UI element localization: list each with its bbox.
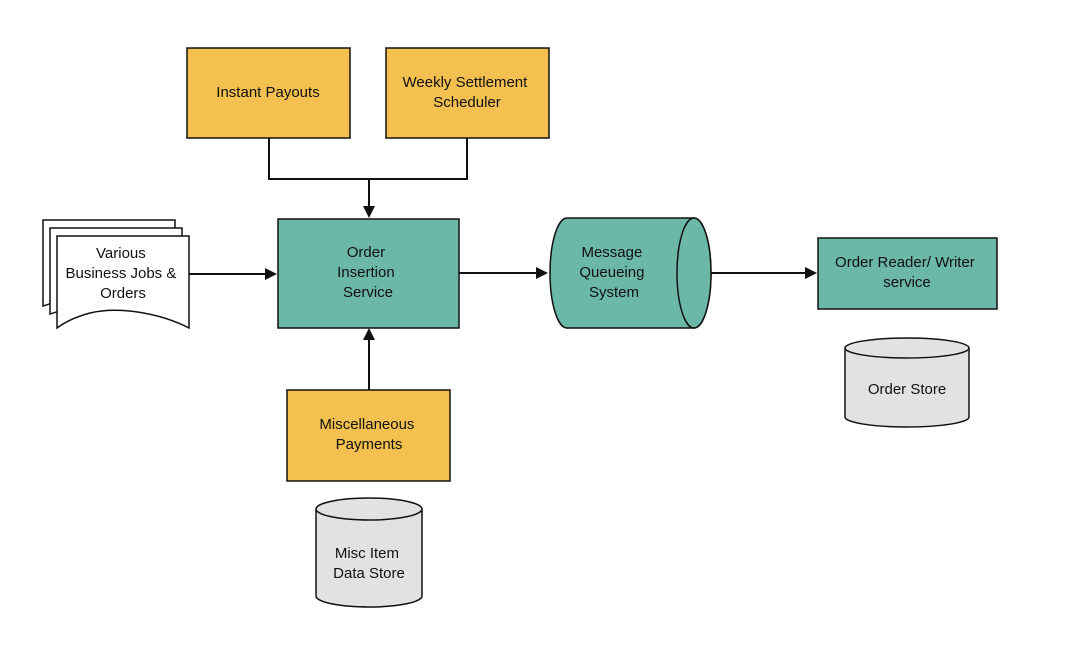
arrowhead-into-order-insertion-bottom: [363, 328, 375, 340]
order-store-body: [844, 348, 970, 428]
message-queue-label: Message Queueing System: [579, 244, 648, 301]
node-order-insertion-service: Order Insertion Service: [277, 218, 460, 329]
arrowhead-into-order-insertion-top: [363, 206, 375, 218]
arrowhead-into-order-reader-writer: [805, 267, 817, 279]
order-insertion-label: Order Insertion Service: [337, 244, 399, 301]
order-reader-writer-box: [817, 237, 998, 310]
misc-payments-box: [286, 389, 451, 482]
misc-data-store-body: [315, 509, 423, 608]
node-message-queueing-system: Message Queueing System: [549, 217, 712, 329]
weekly-settlement-box: [385, 47, 550, 139]
node-order-reader-writer-service: Order Reader/ Writer service: [817, 237, 998, 310]
node-instant-payouts: Instant Payouts: [186, 47, 351, 139]
message-queue-end-cap: [676, 217, 712, 329]
document-stack-front: [56, 235, 190, 330]
weekly-settlement-label: Weekly Settlement Scheduler: [403, 74, 532, 111]
edges: [189, 138, 817, 390]
node-various-business-jobs: Various Business Jobs & Orders: [42, 219, 190, 330]
order-store-top: [844, 337, 970, 359]
order-insertion-box: [277, 218, 460, 329]
arrowhead-into-message-queue: [536, 267, 548, 279]
misc-payments-label: Miscellaneous Payments: [319, 416, 418, 453]
edge-weekly-settlement-to-merge: [369, 138, 468, 180]
order-store-label: Order Store: [868, 381, 946, 398]
arrowhead-into-order-insertion-left: [265, 268, 277, 280]
instant-payouts-box: [186, 47, 351, 139]
misc-data-store-top: [315, 497, 423, 521]
instant-payouts-label: Instant Payouts: [216, 84, 319, 101]
node-misc-item-data-store: Misc Item Data Store: [315, 497, 423, 608]
order-reader-writer-label: Order Reader/ Writer service: [835, 254, 979, 291]
various-jobs-label: Various Business Jobs & Orders: [65, 245, 180, 302]
node-order-store: Order Store: [844, 337, 970, 428]
edge-instant-payouts-to-merge: [268, 138, 369, 180]
misc-data-store-label: Misc Item Data Store: [333, 545, 405, 582]
node-miscellaneous-payments: Miscellaneous Payments: [286, 389, 451, 482]
node-weekly-settlement-scheduler: Weekly Settlement Scheduler: [385, 47, 550, 139]
